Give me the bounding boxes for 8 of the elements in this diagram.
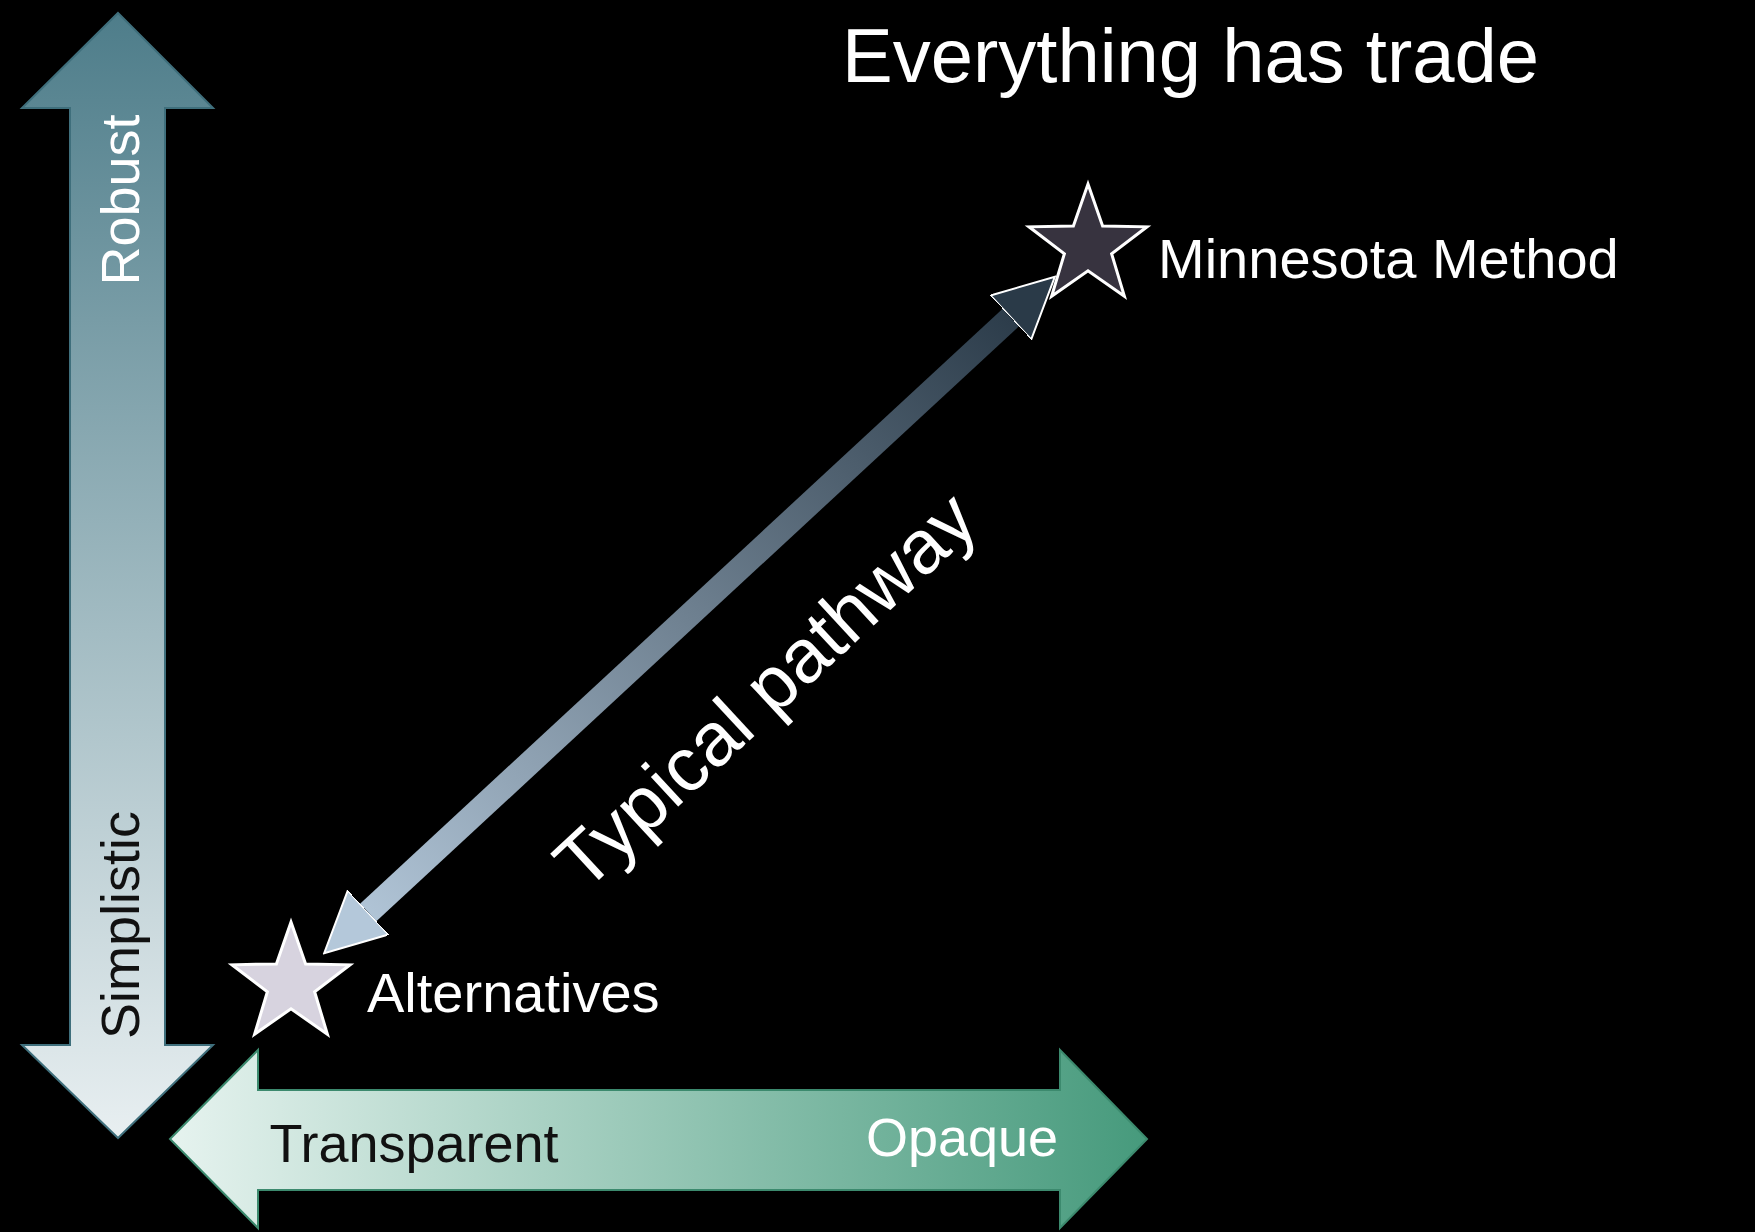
axis-label: Robust xyxy=(89,114,151,286)
slide-title: Everything has trade xyxy=(842,12,1540,99)
axis-label: Transparent xyxy=(269,1112,559,1174)
axis-label: Simplistic xyxy=(89,811,151,1039)
point-label: Alternatives xyxy=(367,960,660,1025)
axis-label: Opaque xyxy=(865,1106,1059,1168)
double-arrow xyxy=(323,275,1056,955)
point-label: Minnesota Method xyxy=(1158,226,1619,291)
